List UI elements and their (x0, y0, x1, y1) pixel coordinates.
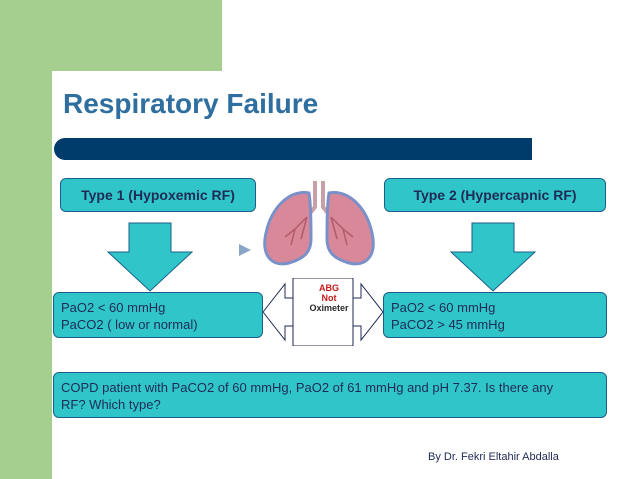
question-line2: RF? Which type? (61, 397, 161, 412)
type1-criteria-box: PaO2 < 60 mmHg PaCO2 ( low or normal) (53, 292, 263, 338)
slide-title: Respiratory Failure (63, 88, 319, 119)
type1-line2: PaCO2 ( low or normal) (61, 317, 198, 332)
type1-heading: Type 1 (Hypoxemic RF) (81, 187, 235, 203)
down-arrow-icon (107, 222, 193, 292)
abg-note-line2: Not (321, 293, 337, 303)
double-headed-arrow-icon (263, 278, 383, 346)
small-right-arrow-icon (239, 244, 251, 256)
type2-heading: Type 2 (Hypercapnic RF) (413, 187, 577, 203)
author-footer: By Dr. Fekri Eltahir Abdalla (428, 451, 559, 463)
abg-note-line3: Oximeter (309, 303, 349, 313)
abg-note: ABG Not Oximeter (302, 283, 356, 313)
type2-criteria-box: PaO2 < 60 mmHg PaCO2 > 45 mmHg (383, 292, 607, 338)
type2-header-box: Type 2 (Hypercapnic RF) (384, 178, 606, 212)
lungs-illustration-icon (263, 181, 375, 266)
accent-green-sidebar (0, 0, 52, 479)
type2-line2: PaCO2 > 45 mmHg (391, 317, 505, 332)
down-arrow-icon (450, 222, 536, 292)
abg-note-line1: ABG (319, 283, 339, 293)
type2-line1: PaO2 < 60 mmHg (391, 300, 496, 315)
type1-header-box: Type 1 (Hypoxemic RF) (60, 178, 256, 212)
title-rule (54, 138, 532, 160)
question-box: COPD patient with PaCO2 of 60 mmHg, PaO2… (53, 372, 607, 418)
type1-line1: PaO2 < 60 mmHg (61, 300, 166, 315)
question-line1: COPD patient with PaCO2 of 60 mmHg, PaO2… (61, 380, 554, 395)
